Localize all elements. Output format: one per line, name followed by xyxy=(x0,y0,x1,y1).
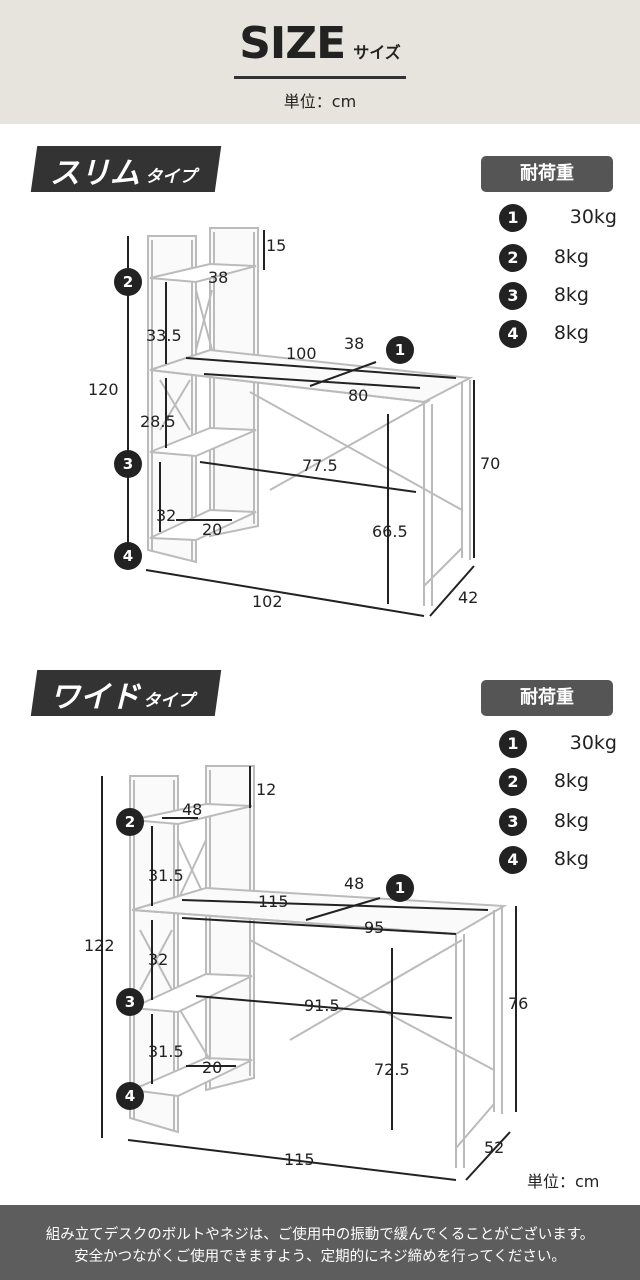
number-2-icon: 2 xyxy=(116,808,144,836)
wide-load-title: 耐荷重 xyxy=(481,680,613,716)
number-1-icon: 1 xyxy=(386,874,414,902)
number-4-icon: 4 xyxy=(116,1082,144,1110)
footer-line-1: 組み立てデスクのボルトやネジは、ご使用中の振動で緩んでくることがございます。 xyxy=(45,1227,595,1243)
slim-load-row: 3 8kg xyxy=(499,282,609,312)
number-4-icon: 4 xyxy=(499,846,527,874)
wide-dim-bottom-w: 20 xyxy=(202,1058,223,1077)
slim-load-row: 2 8kg xyxy=(499,244,609,274)
slim-dim-shelf-gap2: 28.5 xyxy=(140,412,176,431)
slim-dim-total-w: 102 xyxy=(252,592,283,611)
wide-dim-inner-w: 95 xyxy=(364,918,385,937)
wide-load-row: 2 8kg xyxy=(499,768,609,798)
wide-load-row: 3 8kg xyxy=(499,808,609,838)
number-3-icon: 3 xyxy=(499,808,527,836)
number-2-icon: 2 xyxy=(499,244,527,272)
slim-dim-under-h: 66.5 xyxy=(372,522,408,541)
header-band: SIZE サイズ 単位：cm xyxy=(0,0,640,124)
slim-dim-leg-span: 77.5 xyxy=(302,456,338,475)
size-title-main: SIZE xyxy=(239,18,346,69)
slim-dim-top-shelf-h: 15 xyxy=(266,236,287,255)
wide-dim-desk-d: 48 xyxy=(344,874,365,893)
wide-dim-shelf-gap2: 32 xyxy=(148,950,169,969)
number-1-icon: 1 xyxy=(499,204,527,232)
slim-load-value: 30kg xyxy=(569,206,617,228)
slim-load-title: 耐荷重 xyxy=(481,156,613,192)
slim-dim-total-h: 120 xyxy=(88,380,119,399)
size-title-sub: サイズ xyxy=(353,43,401,62)
slim-dim-bottom-w: 20 xyxy=(202,520,223,539)
number-1-icon: 1 xyxy=(499,730,527,758)
wide-load-value: 30kg xyxy=(569,732,617,754)
slim-dim-inner-w: 80 xyxy=(348,386,369,405)
wide-dim-shelf-w: 48 xyxy=(182,800,203,819)
slim-load-value: 8kg xyxy=(553,322,589,344)
unit-label-bottom: 単位：cm xyxy=(527,1172,600,1191)
number-3-icon: 3 xyxy=(116,988,144,1016)
wide-dim-shelf-gap3: 31.5 xyxy=(148,1042,184,1061)
number-2-icon: 2 xyxy=(114,268,142,296)
wide-dim-total-d: 52 xyxy=(484,1138,505,1157)
wide-dim-total-h: 122 xyxy=(84,936,115,955)
wide-load-row: 4 8kg xyxy=(499,846,609,876)
wide-dim-leg-span: 91.5 xyxy=(304,996,340,1015)
slim-dim-total-d: 42 xyxy=(458,588,479,607)
wide-dim-total-w: 115 xyxy=(284,1150,315,1169)
slim-dim-shelf-gap3: 32 xyxy=(156,506,177,525)
wide-dim-top-shelf-h: 12 xyxy=(256,780,277,799)
title-underline xyxy=(234,76,406,79)
slim-dim-desk-d: 38 xyxy=(344,334,365,353)
wide-dim-shelf-gap1: 31.5 xyxy=(148,866,184,885)
number-3-icon: 3 xyxy=(114,450,142,478)
wide-dim-desk-h: 76 xyxy=(508,994,529,1013)
slim-load-value: 8kg xyxy=(553,246,589,268)
unit-label-top: 単位：cm xyxy=(283,92,357,111)
footer-line-2: 安全かつながくご使用できますよう、定期的にネジ締めを行ってください。 xyxy=(74,1249,566,1265)
slim-dim-desk-h: 70 xyxy=(480,454,501,473)
slim-dim-shelf-gap1: 33.5 xyxy=(146,326,182,345)
number-2-icon: 2 xyxy=(499,768,527,796)
slim-load-row: 4 8kg xyxy=(499,320,609,350)
footer-notice: 組み立てデスクのボルトやネジは、ご使用中の振動で緩んでくることがございます。 安… xyxy=(0,1205,640,1280)
wide-load-row: 1 30kg xyxy=(499,730,617,760)
slim-load-row: 1 30kg xyxy=(499,204,617,234)
size-title: SIZE サイズ xyxy=(0,18,640,69)
slim-load-value: 8kg xyxy=(553,284,589,306)
slim-dim-desk-w: 100 xyxy=(286,344,317,363)
number-1-icon: 1 xyxy=(386,336,414,364)
slim-dim-shelf-w: 38 xyxy=(208,268,229,287)
wide-dim-desk-w: 115 xyxy=(258,892,289,911)
wide-load-value: 8kg xyxy=(553,848,589,870)
number-4-icon: 4 xyxy=(114,542,142,570)
wide-load-value: 8kg xyxy=(553,770,589,792)
number-4-icon: 4 xyxy=(499,320,527,348)
wide-dim-under-h: 72.5 xyxy=(374,1060,410,1079)
wide-load-value: 8kg xyxy=(553,810,589,832)
number-3-icon: 3 xyxy=(499,282,527,310)
